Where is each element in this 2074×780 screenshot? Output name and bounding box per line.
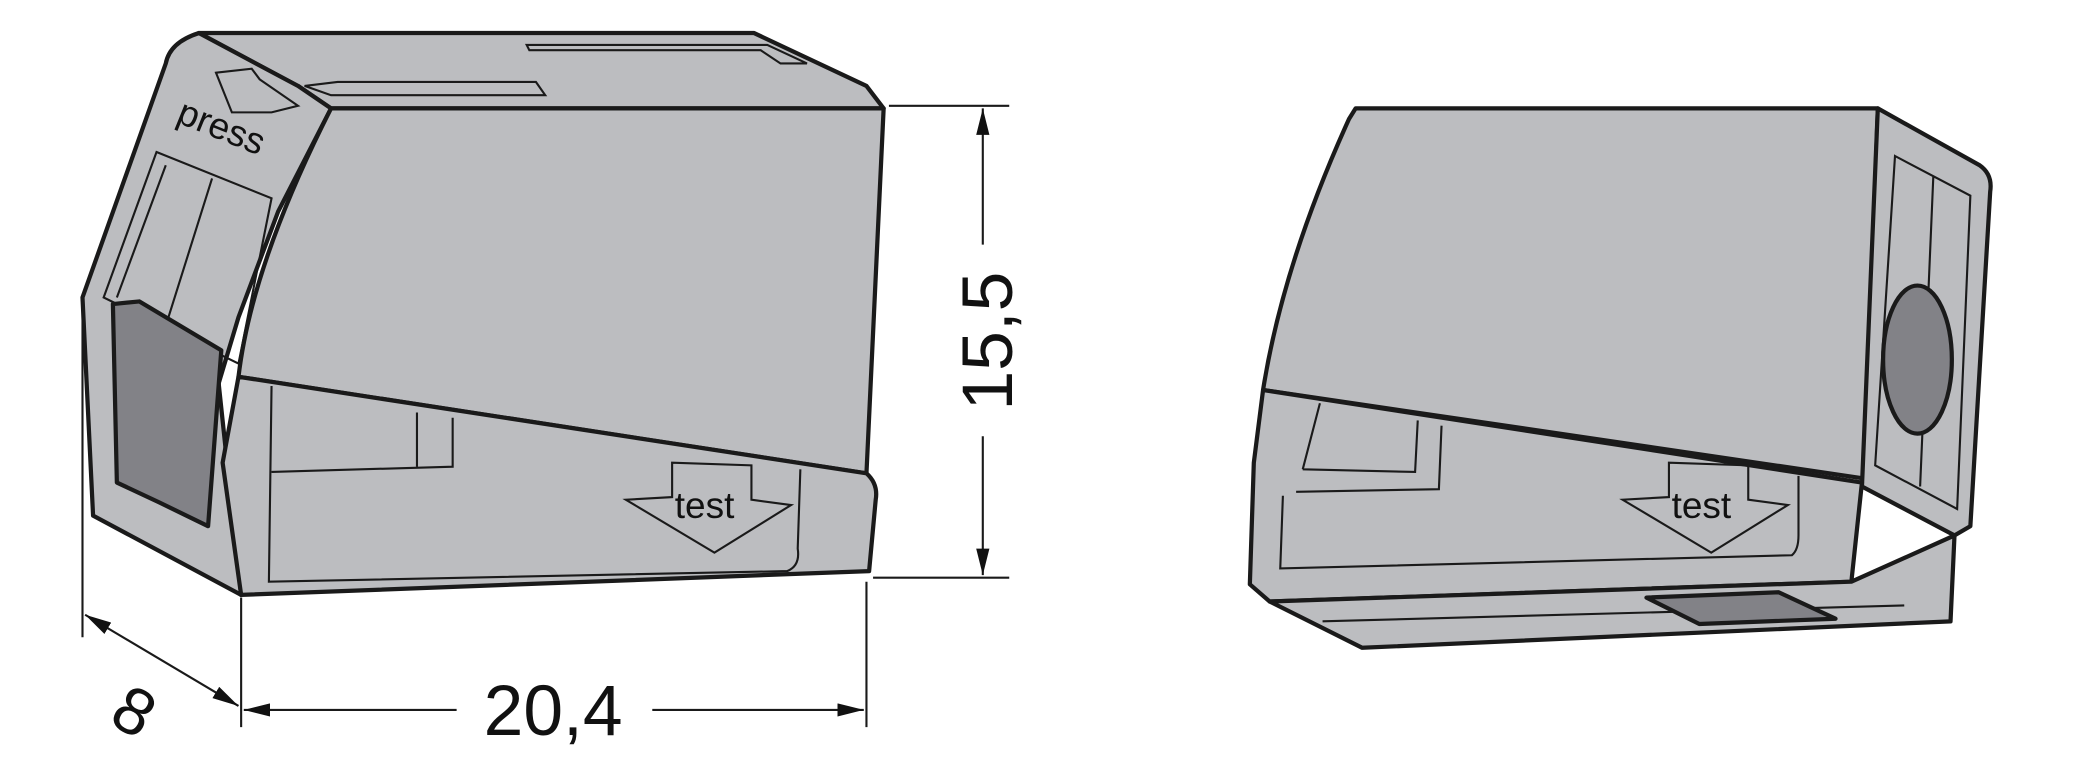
press-arrow-icon <box>214 67 301 114</box>
test-arrow-icon-left <box>622 461 795 554</box>
width-dimension: 20,4 <box>484 671 623 751</box>
left-press-slot <box>102 150 273 366</box>
right-test-opening <box>1880 283 1954 436</box>
test-arrow-icon-right <box>1619 461 1791 554</box>
left-wire-entry-window <box>110 299 224 529</box>
test-label-left: test <box>675 484 735 526</box>
height-dimension: 15,5 <box>948 272 1028 411</box>
left-front-lower-face <box>220 374 879 598</box>
right-lower-recess <box>1279 402 1800 570</box>
left-connector-view: press test <box>80 30 886 598</box>
dimension-lines: 15,5 20,4 8 <box>81 104 1028 753</box>
right-bottom-window <box>1644 590 1838 627</box>
test-label-right: test <box>1672 484 1732 526</box>
right-connector-view: test <box>1247 106 1993 650</box>
depth-dimension: 8 <box>99 671 168 753</box>
left-lower-recess <box>267 386 802 583</box>
left-top-slots <box>304 43 808 97</box>
